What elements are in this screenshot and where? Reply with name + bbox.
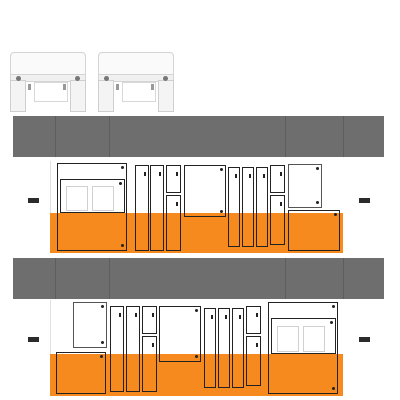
slim-cabinet-upper xyxy=(142,306,157,334)
wall-cabinet-left xyxy=(73,302,107,348)
knob-icon xyxy=(163,76,168,81)
slim-cabinet xyxy=(204,308,216,388)
slim-cabinet xyxy=(218,308,230,388)
knob-icon xyxy=(75,76,80,81)
knob-icon xyxy=(16,76,21,81)
base-cabinet-right xyxy=(288,210,340,251)
strip-seam xyxy=(285,258,286,299)
strip-seam xyxy=(109,116,110,157)
elevation-upper xyxy=(50,161,343,253)
desk-cabinet xyxy=(34,82,68,102)
base-cabinet-left xyxy=(56,352,106,394)
wall-cabinet-center xyxy=(159,306,201,362)
hinge-icon xyxy=(116,84,119,90)
scale-marker-right xyxy=(359,198,370,203)
scale-marker-left xyxy=(28,198,39,203)
slim-cabinet-lower xyxy=(166,195,181,251)
desk-leg-left xyxy=(98,80,114,112)
hinge-icon xyxy=(63,84,66,90)
slim-cabinet xyxy=(135,165,149,251)
knob-icon xyxy=(104,76,109,81)
desk-top xyxy=(10,52,86,76)
scale-marker-right xyxy=(359,337,370,342)
wall-strip-upper xyxy=(13,116,384,157)
slim-cabinet-upper xyxy=(270,165,285,193)
desk-top xyxy=(98,52,174,76)
desk-leg-right xyxy=(70,80,86,112)
desk-apron xyxy=(98,74,174,82)
slim-cabinet xyxy=(110,306,124,392)
slim-cabinet-lower xyxy=(270,195,285,245)
glass-pane xyxy=(92,186,114,211)
hinge-icon xyxy=(28,84,31,90)
desk-cabinet xyxy=(122,82,156,102)
wall-cabinet-center xyxy=(184,165,226,217)
desk-view-right xyxy=(96,50,174,112)
wall-strip-lower xyxy=(13,258,384,299)
slim-cabinet xyxy=(232,308,244,388)
orange-base-zone xyxy=(50,213,343,253)
elevation-lower xyxy=(50,300,343,396)
slim-cabinet-upper xyxy=(246,306,261,334)
slim-cabinet xyxy=(126,306,140,392)
strip-seam xyxy=(343,116,344,157)
slim-cabinet-upper xyxy=(166,165,181,193)
strip-seam xyxy=(343,258,344,299)
glass-pane xyxy=(66,186,88,211)
tall-cabinet xyxy=(268,302,338,394)
strip-seam xyxy=(109,258,110,299)
slim-cabinet xyxy=(228,167,240,247)
slim-cabinet xyxy=(256,167,268,247)
wall-cabinet-right xyxy=(288,164,322,208)
desk-apron xyxy=(10,74,86,82)
glazed-door xyxy=(271,318,336,354)
strip-seam xyxy=(55,116,56,157)
strip-seam xyxy=(285,116,286,157)
glass-pane xyxy=(303,326,325,352)
slim-cabinet xyxy=(242,167,254,247)
desk-leg-right xyxy=(158,80,174,112)
slim-cabinet-lower xyxy=(246,336,261,386)
desk-leg-left xyxy=(10,80,26,112)
slim-cabinet-lower xyxy=(142,336,157,392)
tall-cabinet xyxy=(57,163,127,251)
slim-cabinet xyxy=(150,165,164,251)
strip-seam xyxy=(55,258,56,299)
desk-view-left xyxy=(8,50,86,112)
hinge-icon xyxy=(151,84,154,90)
glass-pane xyxy=(277,326,299,352)
glazed-door xyxy=(60,179,125,213)
scale-marker-left xyxy=(28,337,39,342)
